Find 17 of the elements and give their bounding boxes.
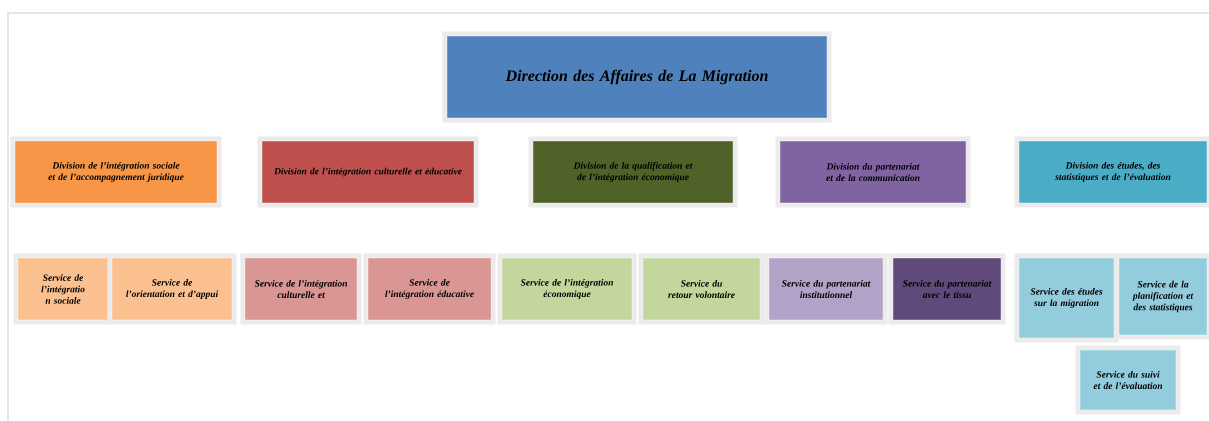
org-box: Service du retour volontaire — [638, 253, 765, 325]
org-box: Service de l’intégratio n sociale — [13, 253, 113, 325]
org-box: Service de l’intégration éducative — [363, 253, 496, 325]
org-box: Service du partenariat institutionnel — [764, 253, 888, 325]
org-box: Service de l’intégration culturelle et — [240, 253, 362, 325]
org-box: Service du partenariat avec le tissu — [888, 253, 1006, 325]
org-box: Service de l’orientation et d’appui — [107, 253, 237, 325]
org-box: Division des études, des statistiques et de l’évaluation — [1014, 136, 1209, 208]
org-box: Division du partenariat et de la communication — [775, 136, 971, 208]
org-box: Direction des Affaires de La Migration — [442, 31, 832, 123]
org-box: Service du suivi et de l’évaluation — [1075, 345, 1181, 415]
org-box: Division de l’intégration culturelle et éducative — [257, 136, 479, 208]
org-box: Service de l’intégration économique — [497, 253, 637, 325]
org-box: Division de l’intégration sociale et de l’accompagnement juridique — [10, 136, 222, 208]
org-box: Division de la qualification et de l’intégration économique — [528, 136, 738, 208]
org-box: Service de la planification et des statistiques — [1114, 253, 1209, 340]
org-box: Service des études sur la migration — [1014, 253, 1119, 343]
